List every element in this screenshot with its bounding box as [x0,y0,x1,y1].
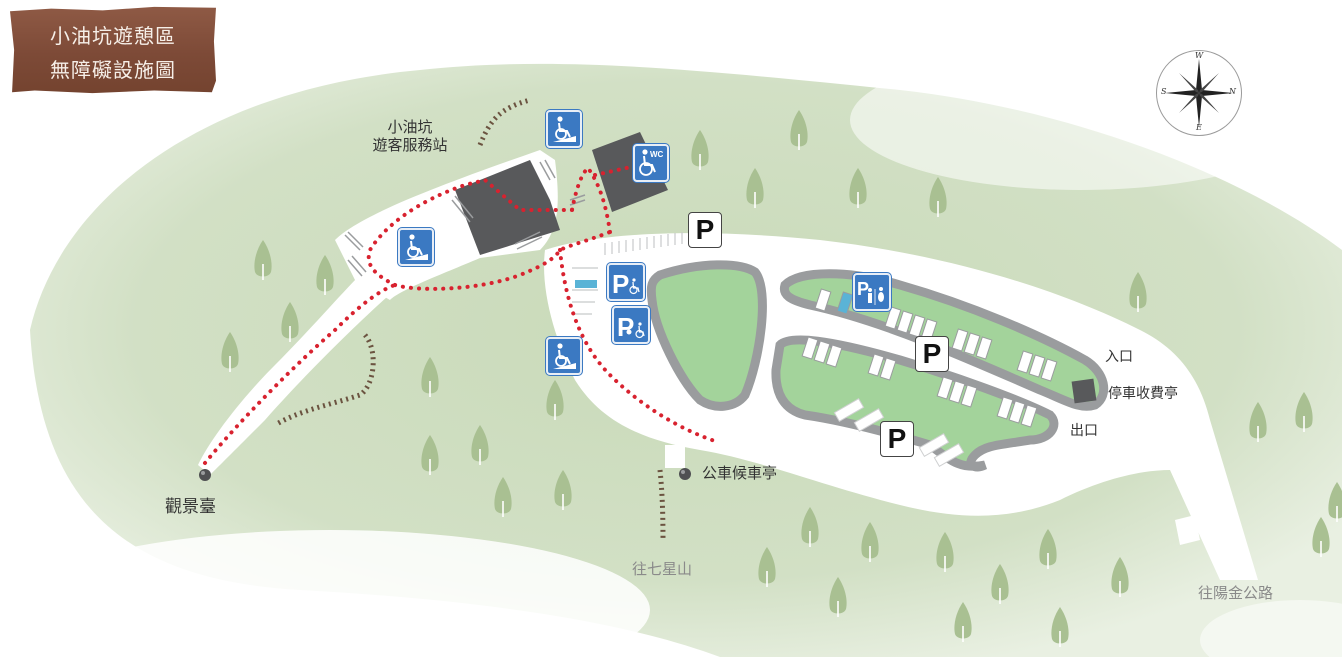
map-title-line1: 小油坑遊憩區 [50,24,176,48]
parking-sign: P [688,212,722,248]
wheelchair-ramp-icon [553,116,576,142]
bus-stop-label: 公車候車亭 [702,464,778,482]
hiking-trails [273,97,666,541]
exit-label: 出口 [1070,423,1098,439]
map-title-board: 小油坑遊憩區 無障礙設施圖 [10,6,216,94]
visitor-center-label: 小油坑 遊客服務站 [356,118,464,154]
svg-text:P: P [612,269,629,297]
accessible-parking-sign: P [607,263,645,301]
wheelchair-ramp-icon [405,234,428,260]
compass-bottom-label: E [1196,123,1202,132]
parking-sign: P [915,336,949,372]
accessible-ramp-sign [398,228,434,266]
toll-booth-label: 停車收費亭 [1108,386,1178,402]
location-markers [199,468,691,481]
family-priority-parking-sign: P [853,273,891,311]
accessible-family-parking-sign: P [612,306,650,344]
to-yangjin-highway-label: 往陽金公路 [1198,584,1274,602]
svg-text:P: P [857,279,869,299]
visitor-center-label-line2: 遊客服務站 [372,136,448,154]
family-priority-parking-icon: P [857,279,884,305]
accessible-route [203,163,720,465]
svg-text:WC: WC [650,150,664,159]
visitor-center-label-line1: 小油坑 [387,118,433,136]
accessible-parking-icon: P [612,269,640,297]
compass-left-label: S [1161,87,1167,96]
parking-sign: P [880,421,914,457]
compass-rose-icon: W S N E [1156,50,1242,136]
compass-right-label: N [1229,87,1236,96]
to-qixingshan-label: 往七星山 [632,560,693,578]
wheelchair-wc-icon: WC [639,149,664,176]
viewing-platform-label: 觀景臺 [165,497,216,517]
accessible-toilet-sign: WC [633,144,669,182]
map-title-line2: 無障礙設施圖 [50,58,176,82]
wheelchair-ramp-icon [553,343,576,369]
accessible-ramp-sign [546,337,582,375]
accessible-family-parking-icon: P [617,312,645,340]
accessible-ramp-sign [546,110,582,148]
compass-top-label: W [1195,51,1204,60]
entrance-label: 入口 [1105,349,1133,365]
svg-text:P: P [617,312,634,340]
